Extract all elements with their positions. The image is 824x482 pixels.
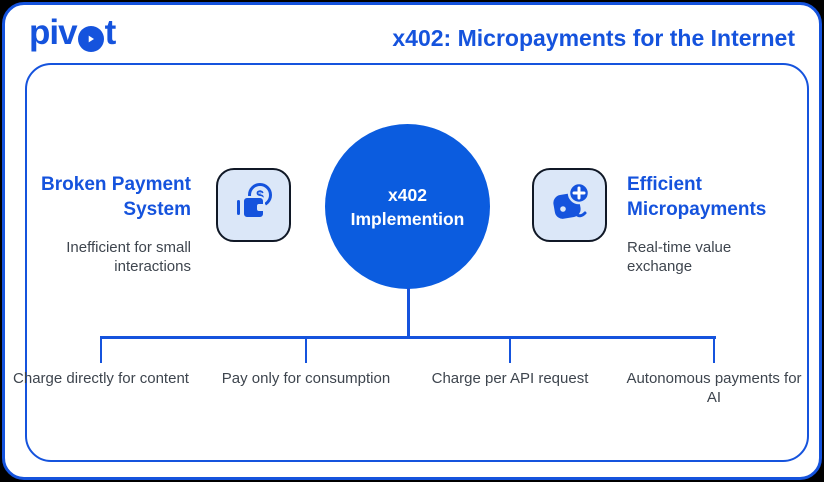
logo-text-pre: piv — [29, 13, 78, 52]
branch-tick-line — [508, 336, 512, 363]
branch-item: Charge per API request — [420, 336, 600, 388]
wallet-dollar-icon: $ — [230, 179, 278, 232]
branch-tick-line — [712, 336, 716, 363]
center-connector-line — [407, 288, 410, 337]
branch-tick-line — [99, 336, 103, 363]
svg-text:$: $ — [256, 187, 264, 203]
branch-item: Charge directly for content — [11, 336, 191, 388]
branch-item: Pay only for consumption — [216, 336, 396, 388]
left-icon-box: $ — [216, 168, 291, 242]
branch-label: Charge per API request — [431, 370, 589, 387]
right-section-subtitle: Real-time value exchange — [627, 239, 732, 275]
center-node: x402 Implemention — [325, 124, 490, 289]
right-icon-box — [532, 168, 607, 242]
branch-tick-line — [304, 336, 308, 363]
branch-label: Pay only for consumption — [221, 370, 391, 387]
branch-label: Charge directly for content — [13, 370, 189, 387]
branch-item: Autonomous payments for AI — [624, 336, 804, 407]
diagram-panel — [25, 63, 809, 462]
center-node-line1: x402 — [388, 184, 427, 205]
right-section-heading: Efficient Micropayments — [627, 174, 767, 220]
center-node-line2: Implemention — [350, 208, 465, 229]
left-section-heading: Broken Payment System — [41, 174, 191, 220]
left-section-subtitle: Inefficient for small interactions — [66, 239, 191, 275]
logo-text-post: t — [104, 13, 117, 52]
branch-horizontal-line — [101, 336, 716, 339]
branch-label: Autonomous payments for AI — [626, 370, 802, 406]
logo-arrow-icon — [77, 26, 104, 52]
payment-add-icon — [546, 179, 594, 232]
page-title: x402: Micropayments for the Internet — [392, 25, 795, 51]
